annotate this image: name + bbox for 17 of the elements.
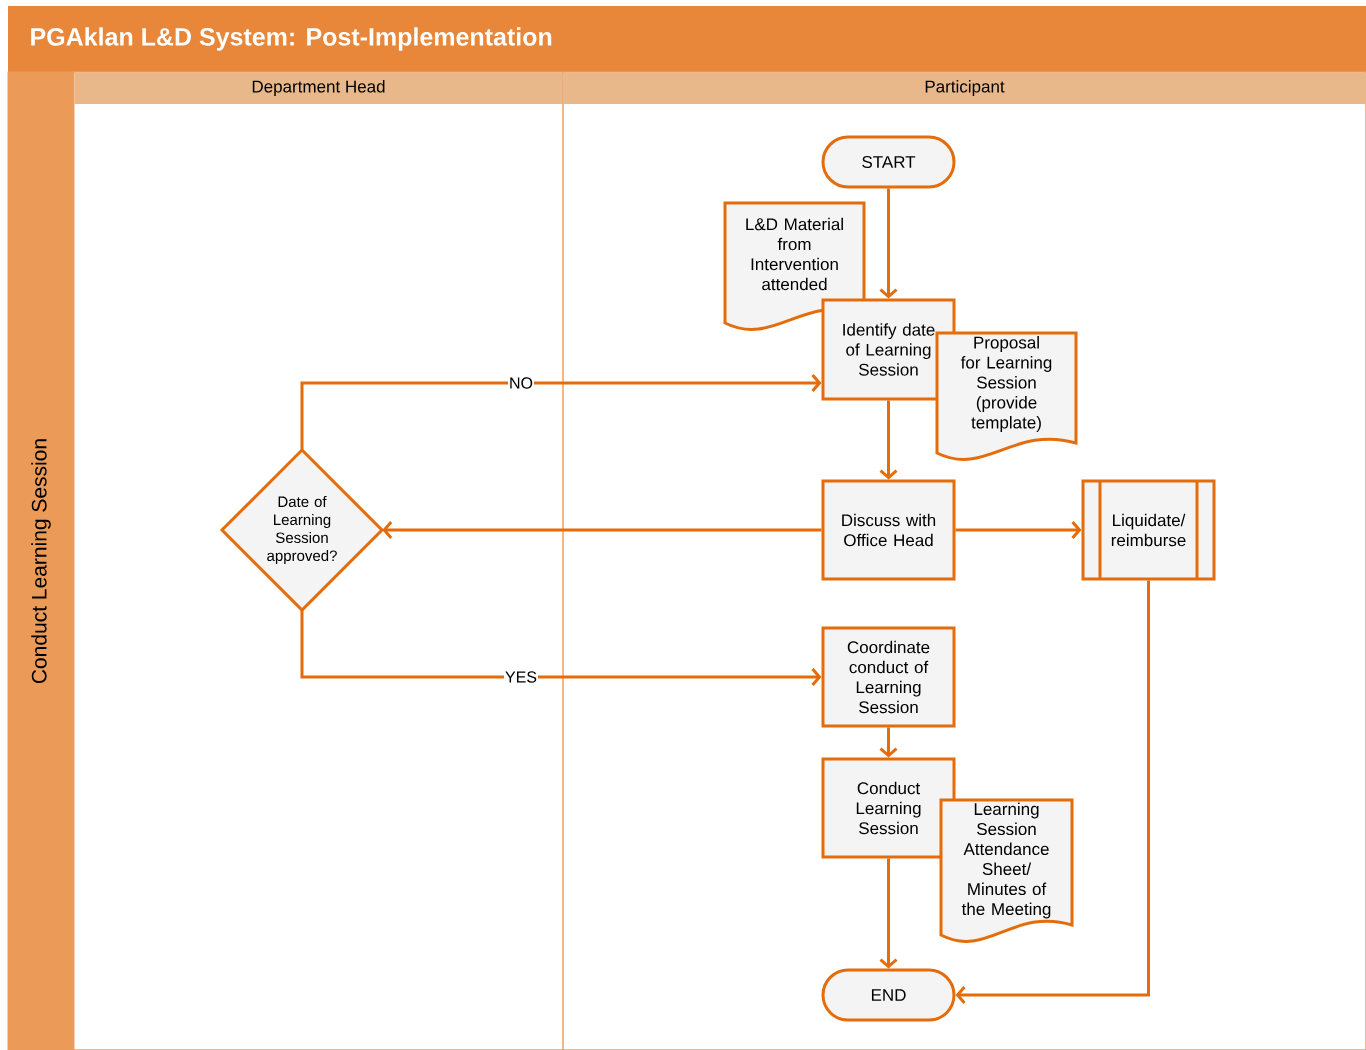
arrow <box>382 521 822 539</box>
process-box: Conduct Learning Session <box>821 757 956 859</box>
arrow <box>955 580 1150 1004</box>
arrow <box>879 727 898 758</box>
process-box: Discuss with Office Head <box>821 479 956 581</box>
arrow <box>955 521 1082 539</box>
arrow <box>300 374 822 450</box>
arrow <box>879 400 898 480</box>
arrow <box>879 188 898 299</box>
arrow <box>300 610 822 686</box>
arrow <box>879 858 898 969</box>
process-box: Identify date of Learning Session <box>821 298 956 401</box>
predefined-process-box: Liquidate/ reimburse <box>1081 479 1216 581</box>
process-box: Coordinate conduct of Learning Session <box>821 626 956 728</box>
edge-label: YES <box>504 670 538 684</box>
edge-label: NO <box>508 376 534 390</box>
title-bar: PGAklan L&D System: Post-Implementation <box>8 6 1366 72</box>
